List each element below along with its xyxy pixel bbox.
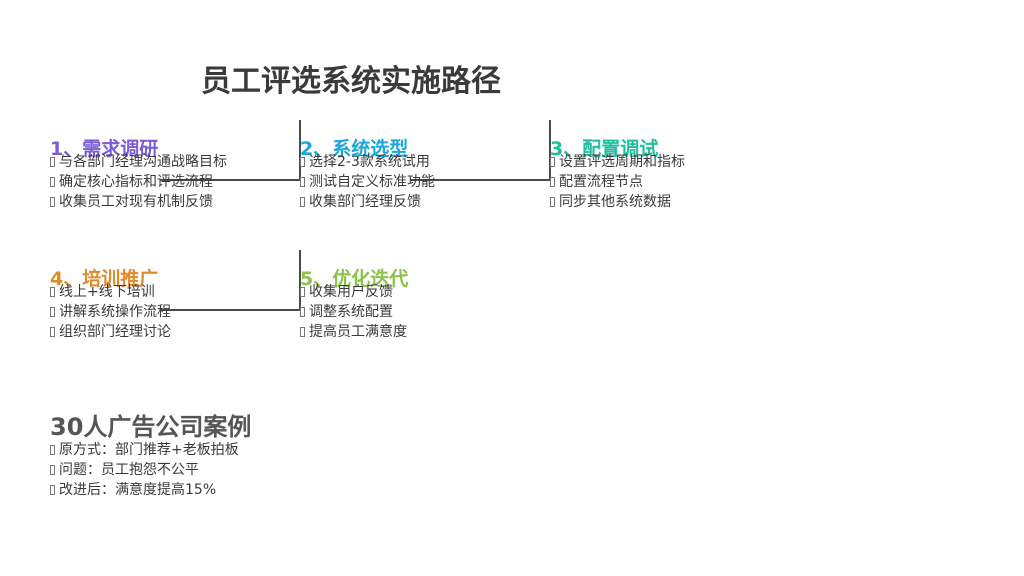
list-item: 线上+线下培训 [50, 282, 171, 302]
step-title: 2、系统选型 [300, 138, 409, 160]
connector-line [410, 179, 550, 181]
connector-line [549, 120, 551, 181]
list-item: 配置流程节点 [550, 172, 685, 192]
list-item: 讲解系统操作流程 [50, 302, 171, 322]
bullet-icon [300, 327, 305, 337]
step-5: 5、优化迭代 收集用户反馈 调整系统配置 提高员工满意度 [300, 268, 408, 342]
bullet-icon [550, 197, 555, 207]
case-title: 30人广告公司案例 [50, 413, 252, 441]
list-item: 设置评选周期和指标 [550, 152, 685, 172]
connector-line [299, 120, 301, 181]
bullet-icon [50, 287, 55, 297]
step-2: 2、系统选型 选择2-3款系统试用 测试自定义标准功能 收集部门经理反馈 [300, 138, 435, 212]
bullet-icon [50, 197, 55, 207]
step-title: 5、优化迭代 [300, 268, 409, 290]
bullet-icon [300, 157, 305, 167]
step-3: 3、配置调试 设置评选周期和指标 配置流程节点 同步其他系统数据 [550, 138, 685, 212]
bullet-icon [550, 177, 555, 187]
bullet-icon [300, 197, 305, 207]
list-item: 调整系统配置 [300, 302, 408, 322]
list-item: 同步其他系统数据 [550, 192, 685, 212]
list-item: 测试自定义标准功能 [300, 172, 435, 192]
step-title: 1、需求调研 [50, 138, 159, 160]
list-item: 收集部门经理反馈 [300, 192, 435, 212]
connector-line [299, 250, 301, 311]
bullet-icon [50, 307, 55, 317]
bullet-icon [300, 287, 305, 297]
step-4: 4、培训推广 线上+线下培训 讲解系统操作流程 组织部门经理讨论 [50, 268, 171, 342]
step-title: 3、配置调试 [550, 138, 659, 160]
list-item: 确定核心指标和评选流程 [50, 172, 227, 192]
bullet-icon [300, 177, 305, 187]
bullet-icon [50, 177, 55, 187]
page-title: 员工评选系统实施路径 [201, 64, 501, 99]
list-item: 收集员工对现有机制反馈 [50, 192, 227, 212]
list-item: 问题：员工抱怨不公平 [50, 460, 251, 480]
list-item: 与各部门经理沟通战略目标 [50, 152, 227, 172]
connector-line [160, 179, 300, 181]
bullet-icon [50, 485, 55, 495]
list-item: 组织部门经理讨论 [50, 322, 171, 342]
list-item: 选择2-3款系统试用 [300, 152, 435, 172]
case-study: 30人广告公司案例 原方式：部门推荐+老板拍板 问题：员工抱怨不公平 改进后：满… [50, 412, 251, 500]
list-item: 收集用户反馈 [300, 282, 408, 302]
bullet-icon [50, 327, 55, 337]
bullet-icon [300, 307, 305, 317]
connector-line [160, 309, 300, 311]
step-title: 4、培训推广 [50, 268, 159, 290]
bullet-icon [550, 157, 555, 167]
list-item: 提高员工满意度 [300, 322, 408, 342]
bullet-icon [50, 465, 55, 475]
step-1: 1、需求调研 与各部门经理沟通战略目标 确定核心指标和评选流程 收集员工对现有机… [50, 138, 227, 212]
list-item: 改进后：满意度提高15% [50, 480, 251, 500]
list-item: 原方式：部门推荐+老板拍板 [50, 440, 251, 460]
bullet-icon [50, 445, 55, 455]
bullet-icon [50, 157, 55, 167]
